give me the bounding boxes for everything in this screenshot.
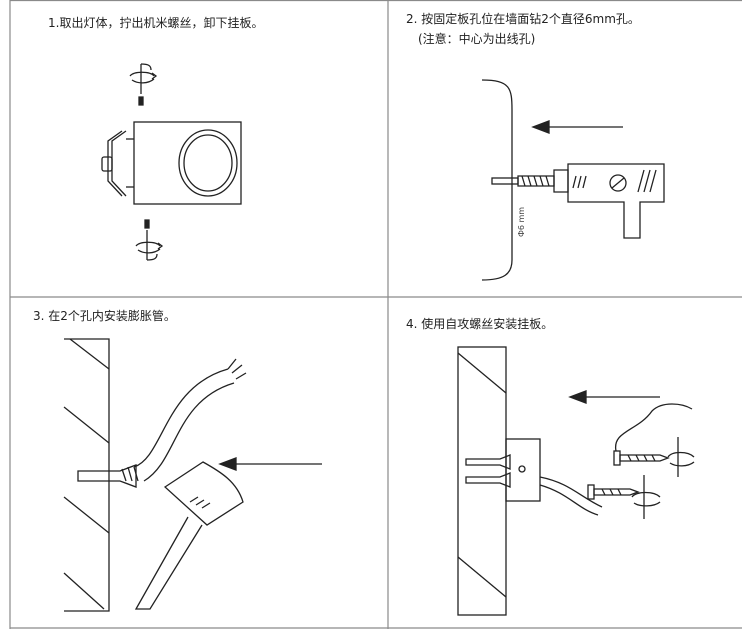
hammer-icon xyxy=(134,461,244,610)
self-tapping-screw-icon xyxy=(587,484,640,500)
lamp-body-icon xyxy=(133,121,242,205)
step-2-illustration xyxy=(481,79,665,281)
step-2-caption: 2. 按固定板孔位在墙面钻2个直径6mm孔。 xyxy=(406,12,640,26)
cable-icon xyxy=(133,358,247,482)
wall-section xyxy=(457,346,507,616)
screw-icon xyxy=(138,63,152,106)
wall-plate-icon xyxy=(101,130,134,197)
rotate-arrow-icon xyxy=(135,241,164,254)
step-1-panel: 1.取出灯体，拧出机米螺丝，卸下挂板。 xyxy=(10,0,388,297)
step-2-note: (注意：中心为出线孔) xyxy=(418,32,536,46)
direction-arrow-icon xyxy=(531,120,623,134)
screw-icon xyxy=(144,219,158,261)
step-2-panel: 2. 按固定板孔位在墙面钻2个直径6mm孔。 (注意：中心为出线孔) Ф6 mm xyxy=(388,0,742,297)
drill-icon xyxy=(553,163,665,239)
wall-surface xyxy=(481,79,513,281)
wall-anchor-icon xyxy=(465,454,511,488)
wall-section xyxy=(63,338,110,612)
wall-anchor-icon xyxy=(77,464,139,488)
step-3-caption: 3. 在2个孔内安装膨胀管。 xyxy=(33,309,176,323)
wall-plate-icon xyxy=(505,438,541,502)
screwdriver-rotation-icon xyxy=(667,437,695,477)
screwdriver-rotation-icon xyxy=(631,475,661,519)
step-3-panel: 3. 在2个孔内安装膨胀管。 xyxy=(10,297,388,629)
cable-icon xyxy=(539,403,693,516)
step-4-caption: 4. 使用自攻螺丝安装挂板。 xyxy=(406,317,554,331)
direction-arrow-icon xyxy=(568,390,660,404)
drill-bit-icon xyxy=(491,175,555,187)
step-4-panel: 4. 使用自攻螺丝安装挂板。 xyxy=(388,297,742,629)
step-4-illustration xyxy=(457,346,695,616)
direction-arrow-icon xyxy=(218,457,322,471)
rotate-arrow-icon xyxy=(129,71,158,84)
step-1-illustration xyxy=(101,63,242,261)
step-3-illustration xyxy=(63,338,322,612)
step-1-caption: 1.取出灯体，拧出机米螺丝，卸下挂板。 xyxy=(48,16,264,30)
self-tapping-screw-icon xyxy=(613,450,670,466)
